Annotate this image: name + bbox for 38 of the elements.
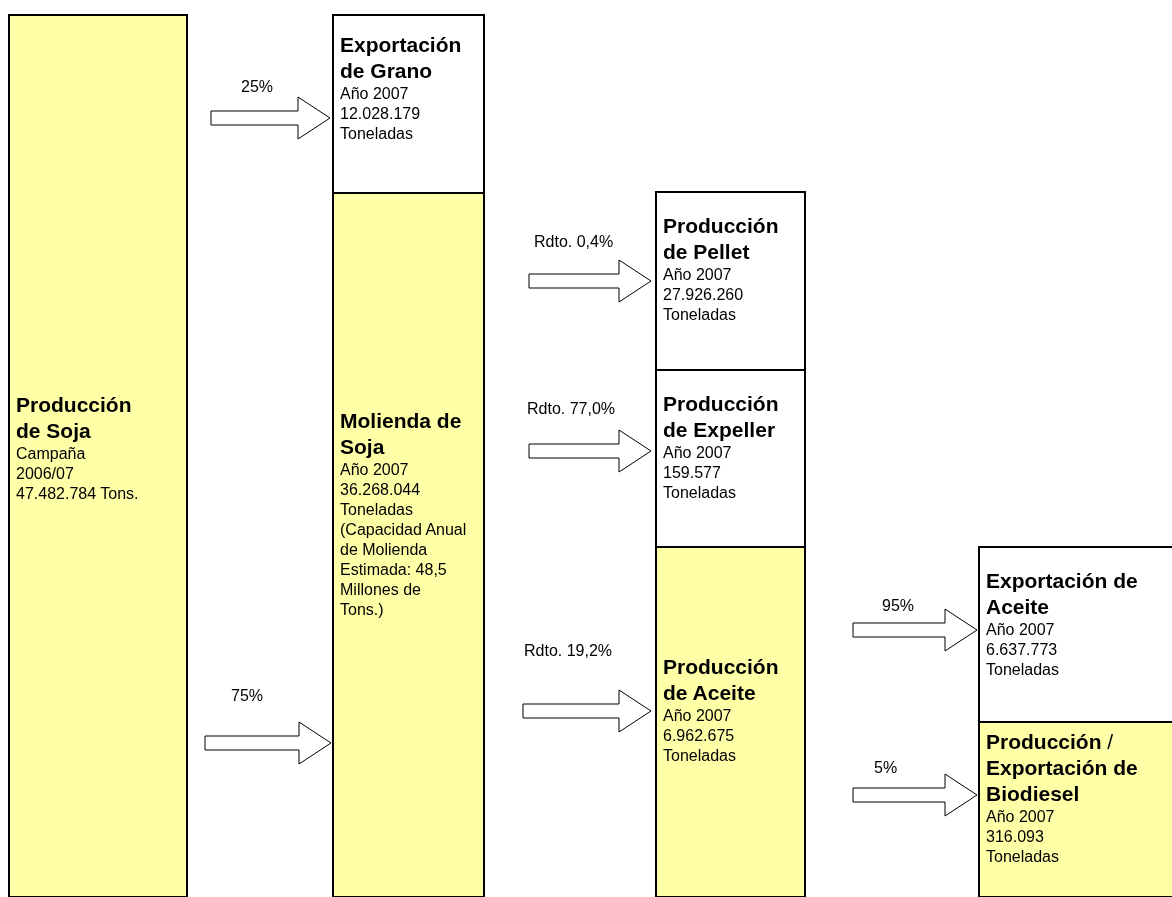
box-text: Año 2007 6.962.675 Toneladas — [663, 706, 737, 766]
box-heading: Exportación de Grano — [340, 32, 463, 84]
block-arrow — [528, 259, 652, 303]
box-text: Año 2007 36.268.044 Toneladas (Capacidad Anual de Molienda Estimada: 48,5 Millones de Tons.) — [340, 460, 467, 620]
process-box — [655, 191, 806, 371]
process-box — [8, 14, 188, 897]
process-box — [655, 369, 806, 548]
box-heading: Producción / Exportación de Biodiesel — [986, 729, 1139, 807]
block-arrow — [522, 689, 652, 733]
process-box — [978, 546, 1172, 723]
process-box — [978, 721, 1172, 897]
block-arrow — [852, 773, 978, 817]
box-heading: Producción de Soja — [16, 392, 133, 444]
process-box — [332, 192, 485, 897]
edge-label: Rdto. 0,4% — [534, 232, 614, 252]
edge-label: 25% — [241, 77, 274, 97]
box-heading: Producción de Expeller — [663, 391, 780, 443]
box-heading: Producción de Aceite — [663, 654, 780, 706]
box-heading: Producción de Pellet — [663, 213, 780, 265]
edge-label: Rdto. 77,0% — [527, 399, 616, 419]
box-text: Año 2007 12.028.179 Toneladas — [340, 84, 422, 144]
box-text: Año 2007 27.926.260 Toneladas — [663, 265, 745, 325]
box-heading: Molienda de Soja — [340, 408, 463, 460]
block-arrow — [528, 429, 652, 473]
box-heading: Exportación de Aceite — [986, 568, 1139, 620]
edge-label: 5% — [874, 758, 898, 778]
box-text: Año 2007 159.577 Toneladas — [663, 443, 737, 503]
block-arrow — [204, 721, 332, 765]
process-box — [655, 546, 806, 897]
block-arrow — [210, 96, 331, 140]
process-box — [332, 14, 485, 194]
edge-label: 95% — [882, 596, 915, 616]
box-text: Año 2007 6.637.773 Toneladas — [986, 620, 1060, 680]
box-text: Campaña 2006/07 47.482.784 Tons. — [16, 444, 140, 504]
block-arrow — [852, 608, 978, 652]
edge-label: 75% — [231, 686, 264, 706]
edge-label: Rdto. 19,2% — [524, 641, 613, 661]
box-text: Año 2007 316.093 Toneladas — [986, 807, 1060, 867]
